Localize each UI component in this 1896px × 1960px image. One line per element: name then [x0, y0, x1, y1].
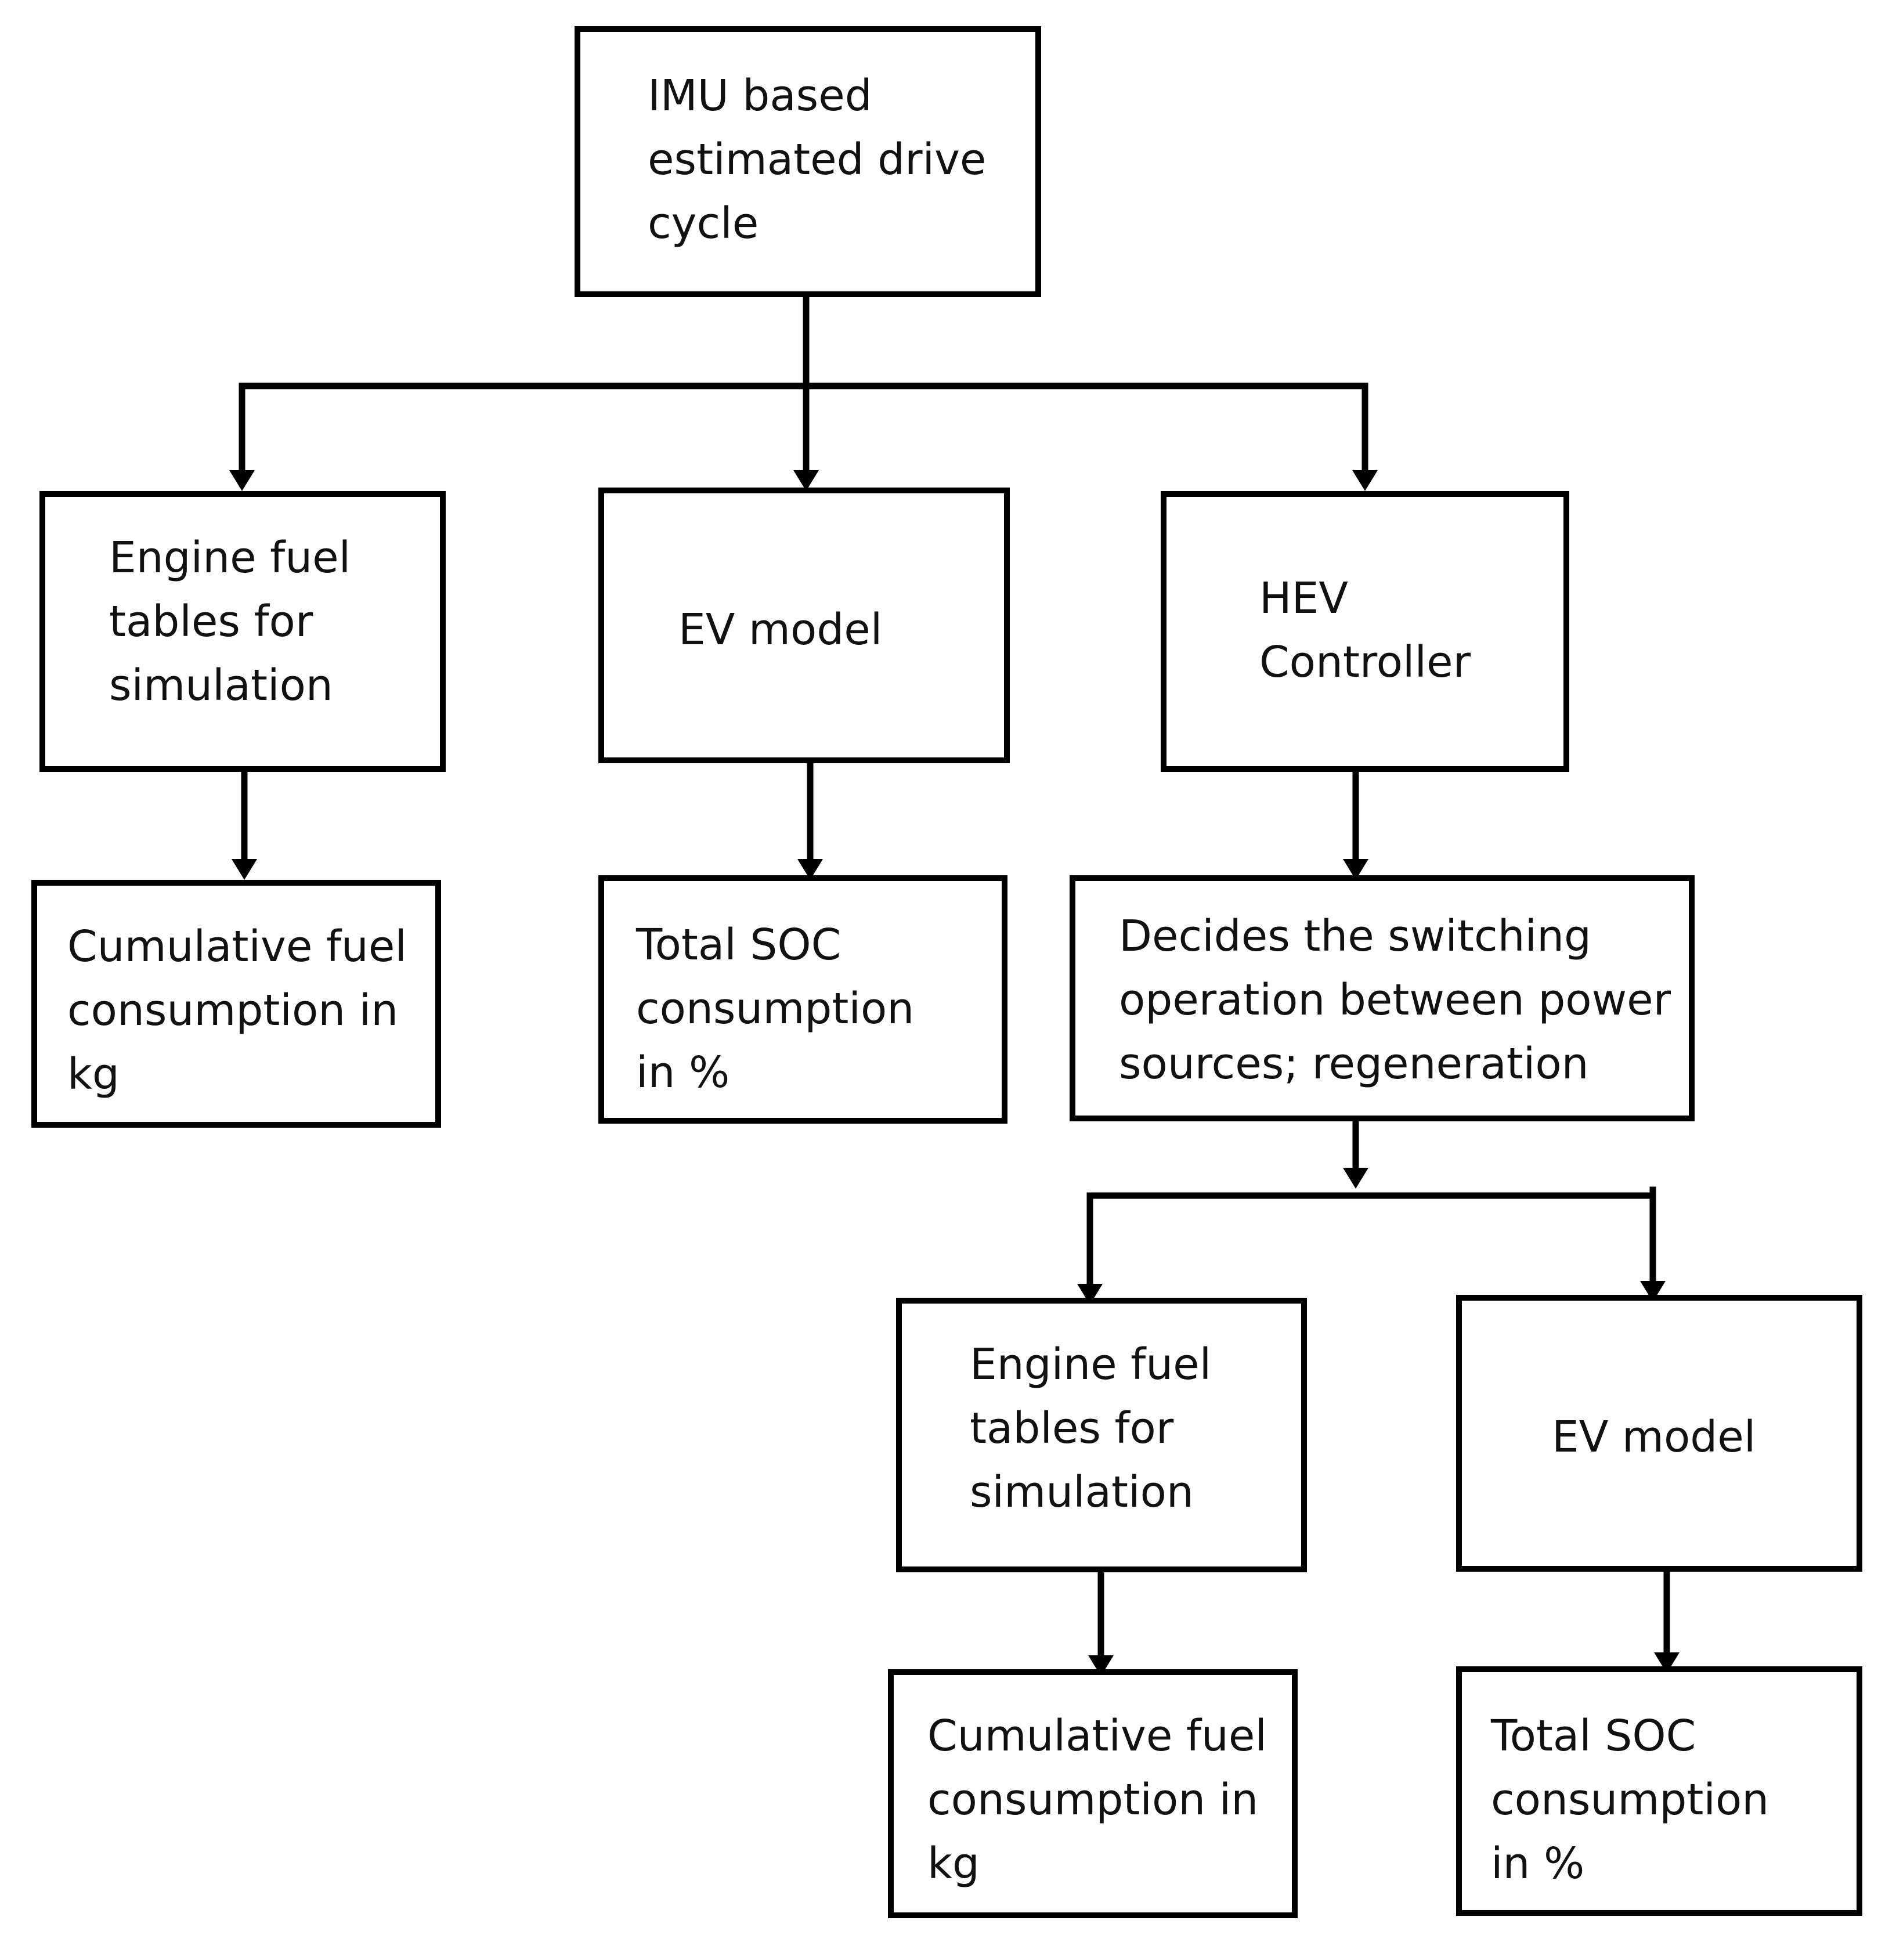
arrowhead: [797, 859, 823, 880]
node-total-soc-right: Total SOC consumption in %: [1456, 1666, 1862, 1916]
node-label: EV model: [678, 605, 883, 655]
node-cumulative-fuel-right: Cumulative fuel consumption in kg: [888, 1669, 1298, 1918]
node-label: Engine fuel tables for simulation: [970, 1340, 1212, 1517]
node-label: EV model: [1552, 1412, 1756, 1462]
arrowhead: [1088, 1655, 1114, 1676]
node-label: Total SOC consumption in %: [1491, 1711, 1769, 1889]
node-cumulative-fuel-left: Cumulative fuel consumption in kg: [31, 880, 441, 1128]
node-switching-operation: Decides the switching operation between …: [1070, 875, 1695, 1121]
node-label: Engine fuel tables for simulation: [109, 533, 351, 710]
arrowhead: [232, 859, 257, 880]
node-label: IMU based estimated drive cycle: [648, 71, 987, 248]
node-label: Decides the switching operation between …: [1119, 911, 1671, 1089]
arrowhead: [1343, 1168, 1368, 1189]
node-engine-fuel-tables-right: Engine fuel tables for simulation: [896, 1298, 1307, 1572]
arrowhead: [1343, 859, 1368, 880]
node-label: Total SOC consumption in %: [636, 920, 915, 1098]
arrowhead: [229, 470, 255, 491]
node-ev-model-right: EV model: [1456, 1295, 1862, 1572]
node-label: Cumulative fuel consumption in kg: [67, 922, 407, 1099]
node-imu-drive-cycle: IMU based estimated drive cycle: [575, 26, 1041, 297]
node-label: Cumulative fuel consumption in kg: [927, 1711, 1267, 1889]
arrowhead: [1654, 1652, 1680, 1673]
arrowhead: [793, 470, 819, 491]
node-engine-fuel-tables-left: Engine fuel tables for simulation: [39, 491, 446, 772]
node-ev-model-center: EV model: [598, 488, 1010, 763]
node-label: HEV Controller: [1259, 573, 1471, 687]
node-total-soc-center: Total SOC consumption in %: [598, 875, 1007, 1124]
arrowhead: [1077, 1284, 1103, 1305]
arrowhead: [1352, 470, 1378, 491]
node-hev-controller: HEV Controller: [1161, 491, 1569, 772]
arrowhead: [1640, 1281, 1666, 1302]
